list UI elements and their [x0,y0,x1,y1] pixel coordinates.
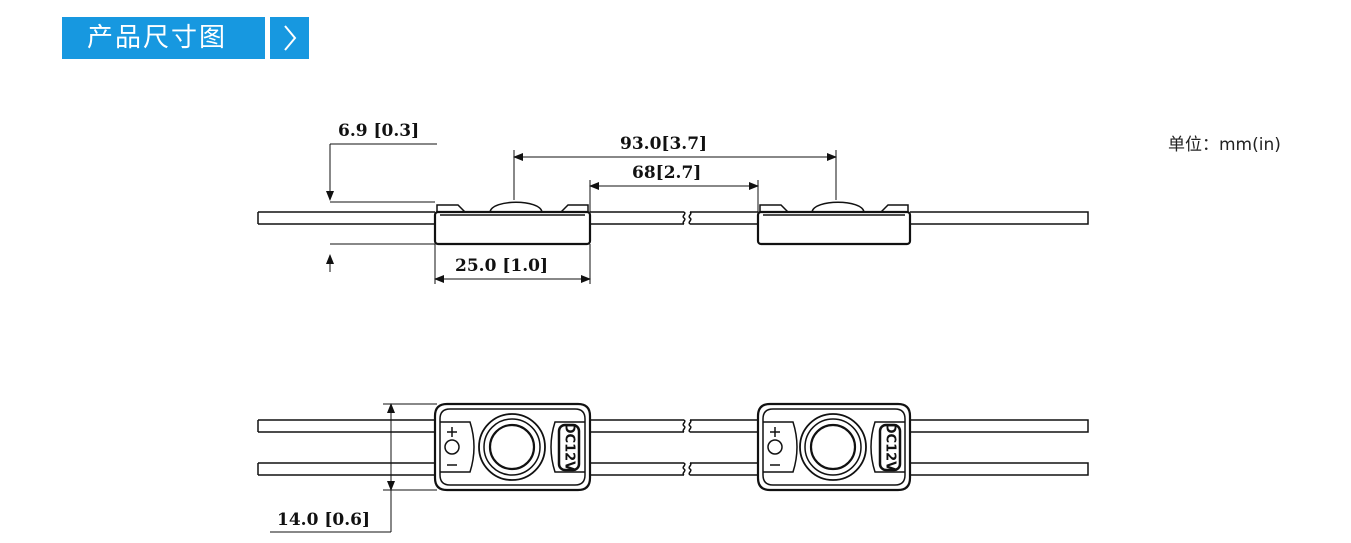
top-module-2 [756,402,912,492]
chevron-right-icon[interactable] [270,17,309,59]
unit-label: 单位：mm(in) [1168,135,1281,155]
dim-length-label: 25.0 [1.0] [455,256,548,276]
dim-width-label: 14.0 [0.6] [277,510,370,530]
top-cables [257,419,1089,476]
top-module-1 [433,402,592,492]
voltage-label-2: DC12V [883,423,898,471]
side-module-2 [756,201,912,246]
dim-length-lines [434,244,591,284]
dim-pitch-inner-label: 68[2.7] [632,163,701,183]
dim-pitch-outer-label: 93.0[3.7] [620,134,707,154]
dim-pitch-inner-lines [589,180,759,212]
voltage-label-1: DC12V [562,423,577,471]
dim-height-label: 6.9 [0.3] [338,121,419,141]
dim-pitch-outer-lines [513,150,837,200]
dim-width-lines [270,403,437,533]
side-cable [257,211,1089,225]
section-title: 产品尺寸图 [62,17,265,59]
dim-height-lines [330,143,437,272]
side-module-1 [433,201,592,246]
